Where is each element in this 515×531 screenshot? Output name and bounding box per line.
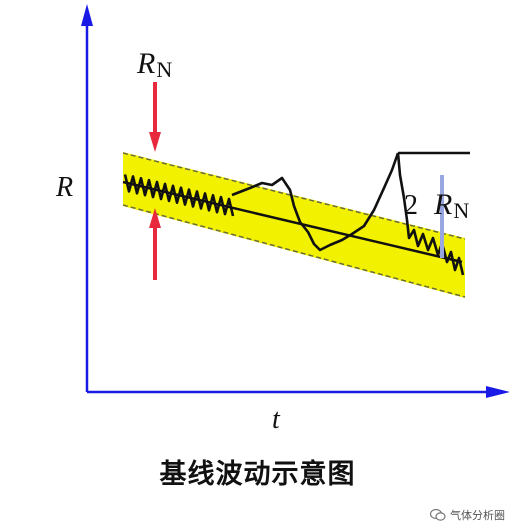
wechat-icon [430,508,446,521]
noise-label-rn-left: RN [136,47,172,82]
axes [81,4,510,398]
drop-signal-trace [396,152,465,276]
noisy-signal-trace [123,174,235,217]
y-axis-arrowhead [81,4,93,26]
watermark-text: 气体分析圈 [450,509,505,522]
y-axis-label: R [55,172,73,203]
x-axis-arrowhead [486,386,510,398]
drift-number-label: 2 [404,190,418,221]
noise-arrow-top-head [149,132,161,152]
diagram-caption: 基线波动示意图 [159,459,356,490]
band-top-edge [122,152,466,240]
noise-label-rn-right: RN [433,188,469,223]
noise-arrows [149,82,161,280]
noise-band [123,152,465,298]
noise-arrow-bottom-head [149,208,161,228]
band-bottom-edge [122,204,466,298]
wandering-signal-trace [231,152,400,252]
x-axis-label: t [272,404,281,435]
watermark: 气体分析圈 [430,507,505,523]
